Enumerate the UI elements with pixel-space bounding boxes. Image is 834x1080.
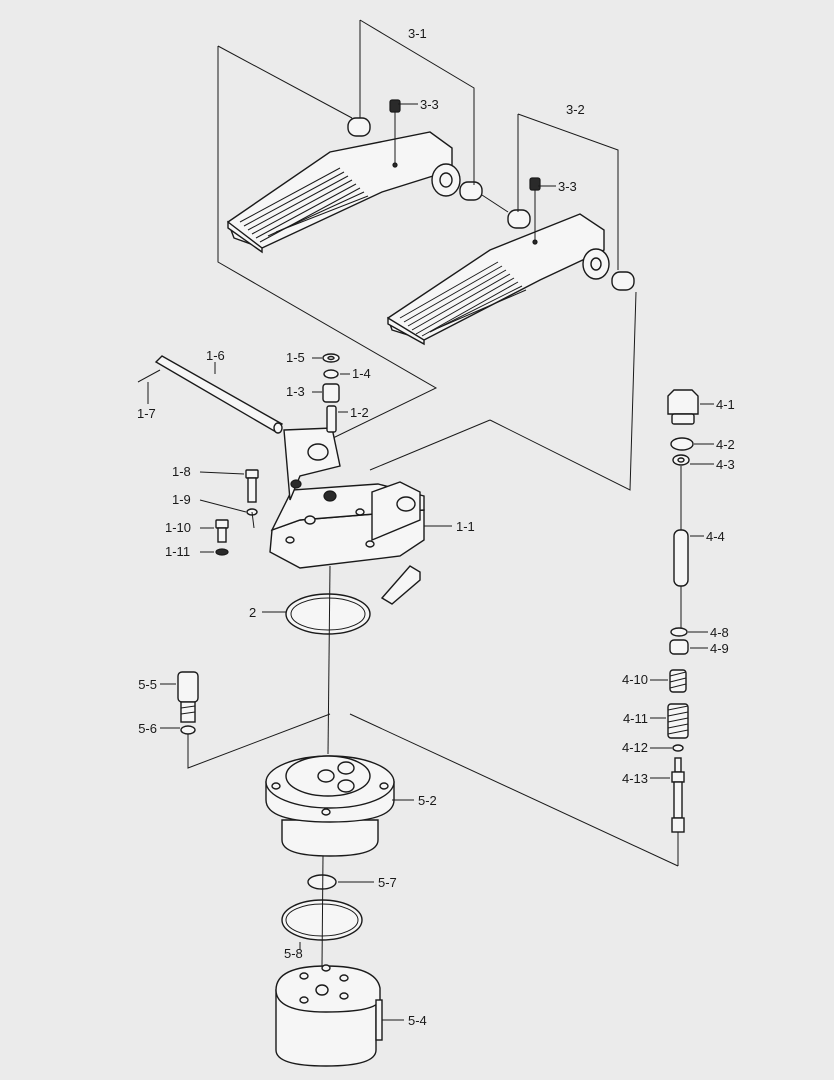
label-1-5: 1-5 (286, 350, 305, 365)
label-3-1: 3-1 (408, 26, 427, 41)
plunger-1-2 (326, 405, 337, 433)
bushing-3-1-left (347, 117, 371, 137)
leader-lines (147, 103, 714, 1021)
label-1-4: 1-4 (352, 366, 371, 381)
washer-1-11 (215, 548, 229, 556)
spring-4-10 (669, 669, 687, 693)
valve-body-1-1 (269, 427, 425, 605)
label-2: 2 (249, 605, 256, 620)
pedal-3-1 (227, 131, 461, 254)
label-5-7: 5-7 (378, 875, 397, 890)
label-4-2: 4-2 (716, 437, 735, 452)
washer-1-5 (322, 353, 340, 363)
label-1-11: 1-11 (165, 544, 190, 559)
washer-4-12 (672, 744, 684, 752)
bushing-3-2-left (507, 209, 531, 229)
label-4-13: 4-13 (622, 771, 648, 786)
cotter-pin-1-7 (137, 369, 161, 383)
o-ring-5-7 (307, 874, 337, 890)
setscrew-3-3-top (389, 99, 401, 168)
pin-1-6 (154, 355, 284, 434)
bushing-3-1-right (459, 181, 483, 201)
spool-4-13 (671, 757, 685, 833)
label-4-12: 4-12 (622, 740, 648, 755)
valve-block-5-4 (275, 964, 383, 1067)
label-5-5: 5-5 (138, 677, 157, 692)
label-4-1: 4-1 (716, 397, 735, 412)
label-4-8: 4-8 (710, 625, 729, 640)
pedal-3-2 (387, 213, 610, 346)
bolt-1-8 (245, 469, 259, 503)
label-4-11: 4-11 (623, 711, 648, 726)
spring-4-11 (667, 703, 689, 739)
label-5-8: 5-8 (284, 946, 303, 961)
plug-4-1 (667, 389, 699, 425)
label-5-2: 5-2 (418, 793, 437, 808)
washer-4-8 (670, 627, 688, 637)
label-3-2: 3-2 (566, 102, 585, 117)
label-4-10: 4-10 (622, 672, 648, 687)
label-1-3: 1-3 (286, 384, 305, 399)
assembly-lines-lower (187, 511, 679, 967)
callout-labels: 3-1 3-2 3-3 3-3 1-6 1-7 1-5 1-4 1-3 1-2 … (137, 26, 735, 1028)
o-ring-5-6 (180, 725, 196, 735)
label-5-4: 5-4 (408, 1013, 427, 1028)
label-3-3-top: 3-3 (420, 97, 439, 112)
washer-4-3 (672, 454, 690, 466)
housing-5-2 (265, 755, 395, 857)
setscrew-3-3-bottom (529, 177, 541, 245)
label-1-7: 1-7 (137, 406, 156, 421)
bushing-1-3 (322, 383, 340, 403)
label-1-2: 1-2 (350, 405, 369, 420)
label-1-8: 1-8 (172, 464, 191, 479)
label-3-3-bottom: 3-3 (558, 179, 577, 194)
ring-1-4 (323, 369, 339, 379)
bushing-3-2-right (611, 271, 635, 291)
label-1-1: 1-1 (456, 519, 475, 534)
label-1-9: 1-9 (172, 492, 191, 507)
bolt-1-10 (215, 519, 229, 543)
relief-valve-5-5 (177, 671, 199, 723)
seat-4-9 (669, 639, 689, 655)
label-4-4: 4-4 (706, 529, 725, 544)
label-1-10: 1-10 (165, 520, 191, 535)
o-ring-2 (285, 593, 371, 635)
sleeve-4-4 (673, 529, 689, 587)
label-4-3: 4-3 (716, 457, 735, 472)
label-5-6: 5-6 (138, 721, 157, 736)
label-4-9: 4-9 (710, 641, 729, 656)
column-centerline-4 (677, 466, 682, 866)
label-1-6: 1-6 (206, 348, 225, 363)
o-ring-4-2 (670, 437, 694, 451)
assembly-lines-pedals (217, 19, 637, 491)
